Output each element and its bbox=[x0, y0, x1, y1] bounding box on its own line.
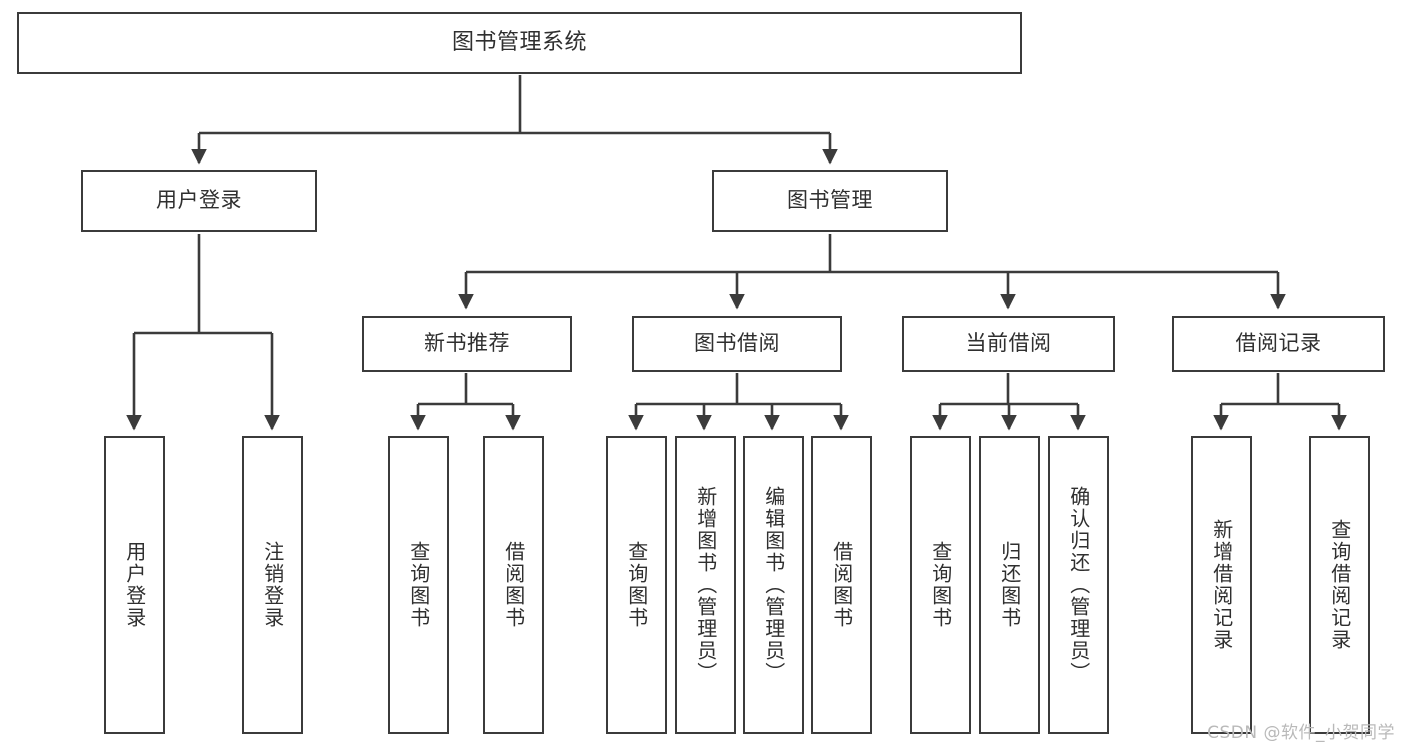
node-user-login[interactable]: 用户登录 bbox=[81, 170, 317, 232]
node-new-book-rec-label: 新书推荐 bbox=[424, 331, 510, 356]
node-leaf-return-book[interactable]: 归还图书 bbox=[979, 436, 1040, 734]
node-leaf-confirm-return-label: 确认归还（管理员） bbox=[1066, 486, 1091, 684]
node-root[interactable]: 图书管理系统 bbox=[17, 12, 1022, 74]
node-leaf-edit-book[interactable]: 编辑图书（管理员） bbox=[743, 436, 804, 734]
node-leaf-add-book-label: 新增图书（管理员） bbox=[693, 486, 718, 684]
node-leaf-query-book-3-label: 查询图书 bbox=[928, 541, 953, 629]
node-leaf-query-record-label: 查询借阅记录 bbox=[1327, 519, 1352, 651]
node-leaf-add-record[interactable]: 新增借阅记录 bbox=[1191, 436, 1252, 734]
node-new-book-rec[interactable]: 新书推荐 bbox=[362, 316, 572, 372]
node-leaf-user-login[interactable]: 用户登录 bbox=[104, 436, 165, 734]
node-book-borrow[interactable]: 图书借阅 bbox=[632, 316, 842, 372]
node-root-label: 图书管理系统 bbox=[451, 29, 587, 55]
node-book-manage[interactable]: 图书管理 bbox=[712, 170, 948, 232]
node-leaf-borrow-book-1[interactable]: 借阅图书 bbox=[483, 436, 544, 734]
node-user-login-label: 用户登录 bbox=[156, 188, 242, 213]
node-leaf-confirm-return[interactable]: 确认归还（管理员） bbox=[1048, 436, 1109, 734]
node-leaf-borrow-book-1-label: 借阅图书 bbox=[501, 541, 526, 629]
node-leaf-query-book-3[interactable]: 查询图书 bbox=[910, 436, 971, 734]
node-book-borrow-label: 图书借阅 bbox=[694, 331, 780, 356]
node-leaf-add-book[interactable]: 新增图书（管理员） bbox=[675, 436, 736, 734]
node-current-borrow[interactable]: 当前借阅 bbox=[902, 316, 1115, 372]
node-leaf-logout-label: 注销登录 bbox=[260, 541, 285, 629]
node-book-manage-label: 图书管理 bbox=[787, 188, 873, 213]
node-leaf-query-book-1[interactable]: 查询图书 bbox=[388, 436, 449, 734]
node-leaf-query-book-2[interactable]: 查询图书 bbox=[606, 436, 667, 734]
node-leaf-query-record[interactable]: 查询借阅记录 bbox=[1309, 436, 1370, 734]
node-leaf-query-book-1-label: 查询图书 bbox=[406, 541, 431, 629]
node-leaf-borrow-book-2[interactable]: 借阅图书 bbox=[811, 436, 872, 734]
node-borrow-record[interactable]: 借阅记录 bbox=[1172, 316, 1385, 372]
node-leaf-add-record-label: 新增借阅记录 bbox=[1209, 519, 1234, 651]
node-leaf-user-login-label: 用户登录 bbox=[122, 541, 147, 629]
node-leaf-return-book-label: 归还图书 bbox=[997, 541, 1022, 629]
node-leaf-logout[interactable]: 注销登录 bbox=[242, 436, 303, 734]
node-current-borrow-label: 当前借阅 bbox=[965, 331, 1052, 356]
node-leaf-query-book-2-label: 查询图书 bbox=[624, 541, 649, 629]
node-leaf-edit-book-label: 编辑图书（管理员） bbox=[761, 486, 786, 684]
node-borrow-record-label: 借阅记录 bbox=[1235, 331, 1322, 356]
node-leaf-borrow-book-2-label: 借阅图书 bbox=[829, 541, 854, 629]
